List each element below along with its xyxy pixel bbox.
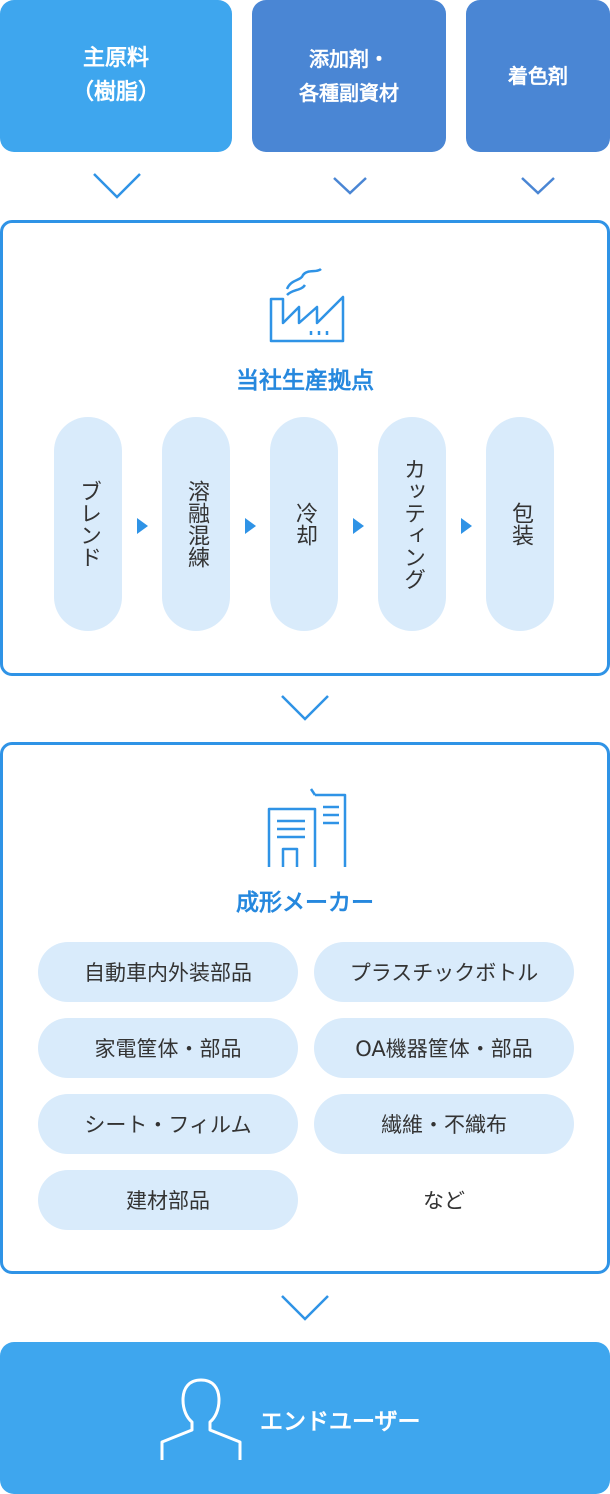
process-step: カッティング — [378, 417, 446, 631]
input-label: 主原料 （樹脂） — [71, 46, 160, 105]
chevron-down-icon — [521, 177, 555, 195]
arrow-right-icon — [461, 518, 472, 534]
buildings-icon — [267, 788, 347, 867]
chevron-down-icon — [333, 177, 367, 195]
chevron-down-icon — [281, 695, 329, 721]
application-tag: 家電筐体・部品 — [38, 1018, 298, 1078]
etc-label: など — [423, 1189, 465, 1213]
input-box-main-material: 主原料 （樹脂） — [0, 0, 232, 152]
molders-section: 成形メーカー 自動車内外装部品 プラスチックボトル 家電筐体・部品 OA機器筐体… — [0, 742, 610, 1274]
molders-title: 成形メーカー — [236, 890, 374, 916]
application-tag: プラスチックボトル — [314, 942, 574, 1002]
process-step-label: 包装 — [508, 502, 533, 546]
process-step-label: 溶融混練 — [184, 480, 209, 568]
arrow-right-icon — [137, 518, 148, 534]
process-step-label: ブレンド — [76, 480, 101, 568]
end-user-box: エンドユーザー — [0, 1342, 610, 1494]
application-tag: シート・フィルム — [38, 1094, 298, 1154]
person-icon — [160, 1378, 242, 1460]
process-step: 溶融混練 — [162, 417, 230, 631]
input-box-colorant: 着色剤 — [466, 0, 610, 152]
input-box-additives: 添加剤・ 各種副資材 — [252, 0, 446, 152]
chevron-down-icon — [93, 173, 141, 199]
process-step: 包装 — [486, 417, 554, 631]
arrow-right-icon — [245, 518, 256, 534]
process-step-label: カッティング — [400, 458, 425, 590]
application-tag: 建材部品 — [38, 1170, 298, 1230]
input-label: 着色剤 — [508, 64, 568, 88]
application-tag: 自動車内外装部品 — [38, 942, 298, 1002]
application-tag: 繊維・不織布 — [314, 1094, 574, 1154]
arrow-right-icon — [353, 518, 364, 534]
process-step: ブレンド — [54, 417, 122, 631]
application-tag: OA機器筐体・部品 — [314, 1018, 574, 1078]
process-step-label: 冷却 — [292, 502, 317, 546]
input-label: 添加剤・ 各種副資材 — [299, 47, 399, 105]
factory-section: 当社生産拠点 ブレンド 溶融混練 冷却 カッティング 包装 — [0, 220, 610, 676]
factory-title: 当社生産拠点 — [236, 368, 374, 394]
factory-icon — [269, 267, 345, 343]
end-user-label: エンドユーザー — [260, 1409, 421, 1435]
chevron-down-icon — [281, 1295, 329, 1321]
process-step: 冷却 — [270, 417, 338, 631]
